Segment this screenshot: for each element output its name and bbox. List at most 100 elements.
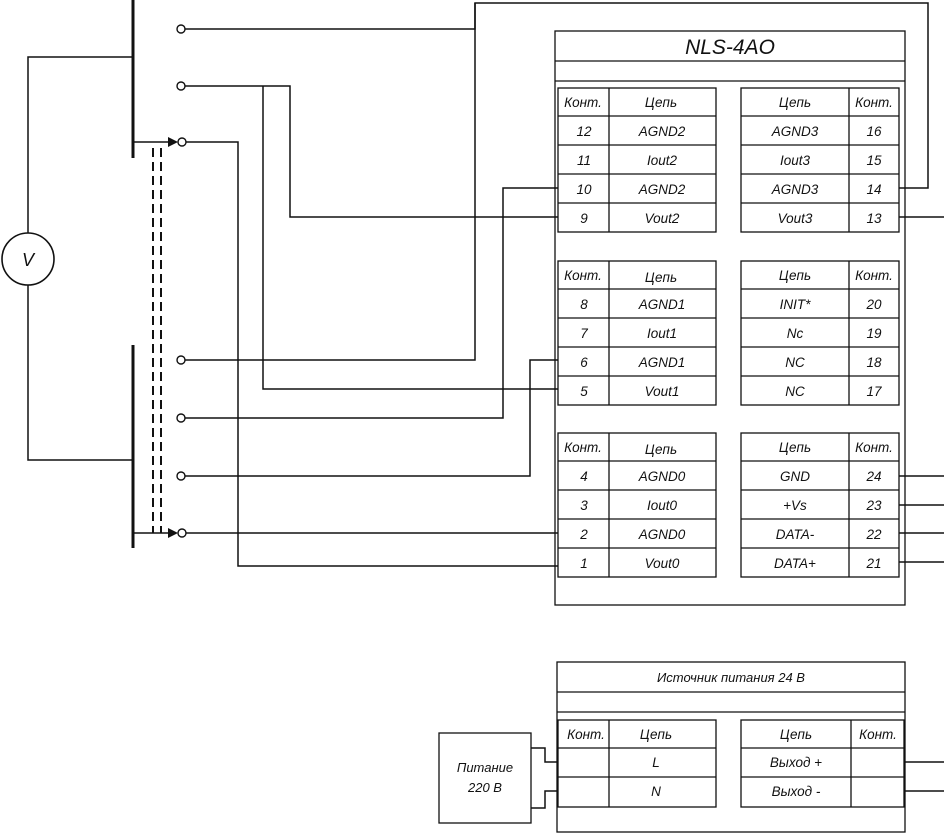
pin-kont: 12 (576, 124, 592, 139)
ps-header-cep: Цепь (640, 727, 672, 742)
pin-circuit: AGND0 (638, 527, 686, 542)
voltmeter: V (1, 56, 133, 461)
wire-vout0-1 (186, 141, 558, 567)
pin-kont: 21 (865, 556, 881, 571)
block1-header-kont-right: Конт. (855, 95, 893, 110)
arrow-icon (168, 528, 178, 538)
voltmeter-label: V (22, 250, 36, 270)
wire-mains-n (531, 790, 558, 809)
pin-kont: 22 (865, 527, 882, 542)
ps-header-kont: Конт. (567, 727, 605, 742)
wire-vout2-9 (185, 85, 558, 218)
pin-circuit: AGND1 (638, 355, 686, 370)
ps-pin-circuit: N (651, 784, 661, 799)
wire-voltmeter-bottom (27, 285, 133, 461)
pin-circuit: AGND3 (771, 124, 819, 139)
terminal-block-1: Конт. Цепь 12 AGND2 11 Iout2 10 AGND2 9 … (557, 87, 900, 233)
nls-4ao-module: NLS-4AO (554, 30, 906, 606)
wire-vout1-5 (262, 86, 558, 390)
pin-circuit: AGND0 (638, 469, 686, 484)
wire-agnd1-upper (185, 3, 476, 361)
pin-kont: 4 (580, 469, 588, 484)
wire-agnd3-14 (185, 2, 929, 189)
switch-terminal (177, 528, 187, 538)
pin-kont: 20 (865, 297, 882, 312)
pin-kont: 19 (866, 326, 882, 341)
switch-terminal (176, 471, 186, 481)
wire-agnd2-10 (185, 187, 558, 419)
block1-header-kont: Конт. (564, 95, 602, 110)
pin-kont: 3 (580, 498, 588, 513)
terminal-block-3: Конт. Цепь 4 AGND0 3 Iout0 2 AGND0 1 Vou… (557, 432, 900, 578)
pin-kont: 1 (580, 556, 588, 571)
block3-header-cep: Цепь (645, 442, 677, 457)
pin-kont: 10 (576, 182, 592, 197)
wiring (185, 2, 944, 792)
block2-header-kont: Конт. (564, 268, 602, 283)
pin-circuit: AGND1 (638, 297, 686, 312)
block3-header-cep-right: Цепь (779, 440, 811, 455)
switch-terminal (177, 137, 187, 147)
module-frame (554, 30, 906, 606)
ps-output-minus: Выход - (772, 784, 821, 799)
block1-header-cep: Цепь (645, 95, 677, 110)
pin-circuit: Iout1 (647, 326, 677, 341)
mains-label-line1: Питание (457, 760, 513, 775)
pin-kont: 2 (579, 527, 588, 542)
pin-kont: 17 (866, 384, 882, 399)
pin-circuit: Vout1 (645, 384, 680, 399)
pin-circuit: NC (785, 355, 805, 370)
pin-circuit: Iout0 (647, 498, 678, 513)
pin-kont: 16 (866, 124, 882, 139)
ps-pin-circuit: L (652, 755, 660, 770)
wire-voltmeter-top (27, 56, 133, 233)
block2-header-kont-right: Конт. (855, 268, 893, 283)
pin-kont: 11 (577, 153, 591, 168)
wire-mains-l (531, 747, 558, 763)
pin-kont: 23 (865, 498, 882, 513)
pin-kont: 14 (866, 182, 881, 197)
pin-circuit: AGND2 (638, 124, 686, 139)
pin-circuit: AGND3 (771, 182, 819, 197)
pin-circuit: Vout3 (778, 211, 813, 226)
block1-header-cep-right: Цепь (779, 95, 811, 110)
pin-kont: 8 (580, 297, 588, 312)
ps-header-kont-right: Конт. (859, 727, 897, 742)
pin-circuit: AGND2 (638, 182, 686, 197)
pin-circuit: DATA+ (774, 556, 816, 571)
pin-kont: 18 (866, 355, 882, 370)
mains-label-line2: 220 В (467, 780, 502, 795)
arrow-icon (168, 137, 178, 147)
pin-kont: 15 (866, 153, 882, 168)
terminal-block-2: Конт. Цепь 8 AGND1 7 Iout1 6 AGND1 5 Vou… (557, 260, 900, 406)
switch-terminal (176, 81, 186, 91)
module-title: NLS-4AO (685, 36, 775, 59)
pin-circuit: GND (780, 469, 810, 484)
block2-header-cep: Цепь (645, 270, 677, 285)
power-supply-frame (556, 661, 906, 833)
pin-circuit: INIT* (780, 297, 811, 312)
switch-terminal (176, 24, 186, 34)
pin-kont: 24 (865, 469, 881, 484)
pin-circuit: Nc (787, 326, 804, 341)
pin-circuit: Iout2 (647, 153, 678, 168)
pin-circuit: Vout0 (645, 556, 680, 571)
mains-220v-box: Питание 220 В (438, 732, 558, 824)
ps-header-cep-right: Цепь (780, 727, 812, 742)
pin-kont: 9 (580, 211, 588, 226)
pin-circuit: Iout3 (780, 153, 811, 168)
pin-circuit: DATA- (776, 527, 815, 542)
block3-header-kont-right: Конт. (855, 440, 893, 455)
wire-agnd1-6 (185, 359, 558, 477)
pin-kont: 6 (580, 355, 588, 370)
block3-header-kont: Конт. (564, 440, 602, 455)
power-supply-title: Источник питания 24 В (657, 670, 805, 685)
pin-kont: 5 (580, 384, 588, 399)
pin-circuit: Vout2 (645, 211, 680, 226)
switch-terminal (176, 413, 186, 423)
switch-assembly (131, 0, 187, 548)
pin-circuit: NC (785, 384, 805, 399)
block2-header-cep-right: Цепь (779, 268, 811, 283)
pin-kont: 7 (580, 326, 588, 341)
